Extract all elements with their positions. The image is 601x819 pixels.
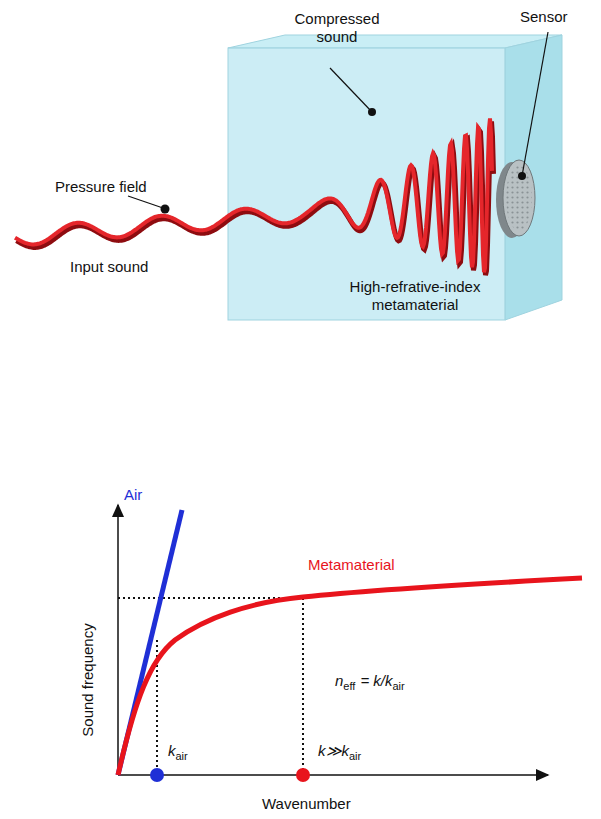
leader-lines (128, 32, 548, 208)
callout-label-group: Input sound (70, 258, 148, 276)
callout-label-group: Compressed sound (292, 10, 382, 46)
callout-label: Compressed sound (294, 10, 379, 45)
axis-label-group: Sound frequency (79, 623, 97, 736)
formula: air (392, 680, 404, 692)
block-label: High-refrative-index metamaterial (320, 278, 510, 314)
callout-label: Input sound (70, 258, 148, 275)
axis-label-group: Wavenumber (262, 795, 351, 813)
wave-ribbon (15, 118, 492, 272)
formula: = k/k (360, 672, 392, 689)
leader-dot (368, 108, 376, 116)
callout-label-group: Pressure field (55, 178, 147, 196)
series-label: Metamaterial (308, 556, 395, 573)
sound-wave (15, 118, 494, 275)
axis-value: air (349, 750, 361, 762)
series-label-group: Metamaterial (308, 556, 395, 574)
series-label-group: Air (124, 486, 142, 504)
formula-group: neff = k/kair (335, 672, 405, 691)
callout-label: Pressure field (55, 178, 147, 195)
axis-value: k (168, 742, 176, 759)
callout-label: Sensor (520, 8, 568, 25)
air-dot (150, 768, 164, 782)
axis-value: k≫k (318, 742, 349, 759)
axis-label: Wavenumber (262, 795, 351, 812)
axis-label: Sound frequency (79, 623, 96, 736)
wave-shadow (17, 121, 494, 275)
leader-dot (518, 172, 526, 180)
metamaterial-dispersion (118, 578, 582, 775)
formula: n (335, 672, 343, 689)
axis-value-group: k≫kair (318, 742, 361, 761)
metamaterial-block: High-refrative-index metamaterial (228, 48, 505, 320)
callout-label-group: Sensor (520, 8, 568, 26)
axis-value-group: kair (168, 742, 188, 761)
sensor-symbol (496, 160, 535, 238)
meta-dot (296, 768, 310, 782)
leader-dot (161, 205, 170, 214)
formula: eff (343, 680, 355, 692)
series-label: Air (124, 486, 142, 503)
axis-value: air (176, 750, 188, 762)
cube-side (505, 35, 562, 320)
chart-axes (118, 505, 548, 775)
